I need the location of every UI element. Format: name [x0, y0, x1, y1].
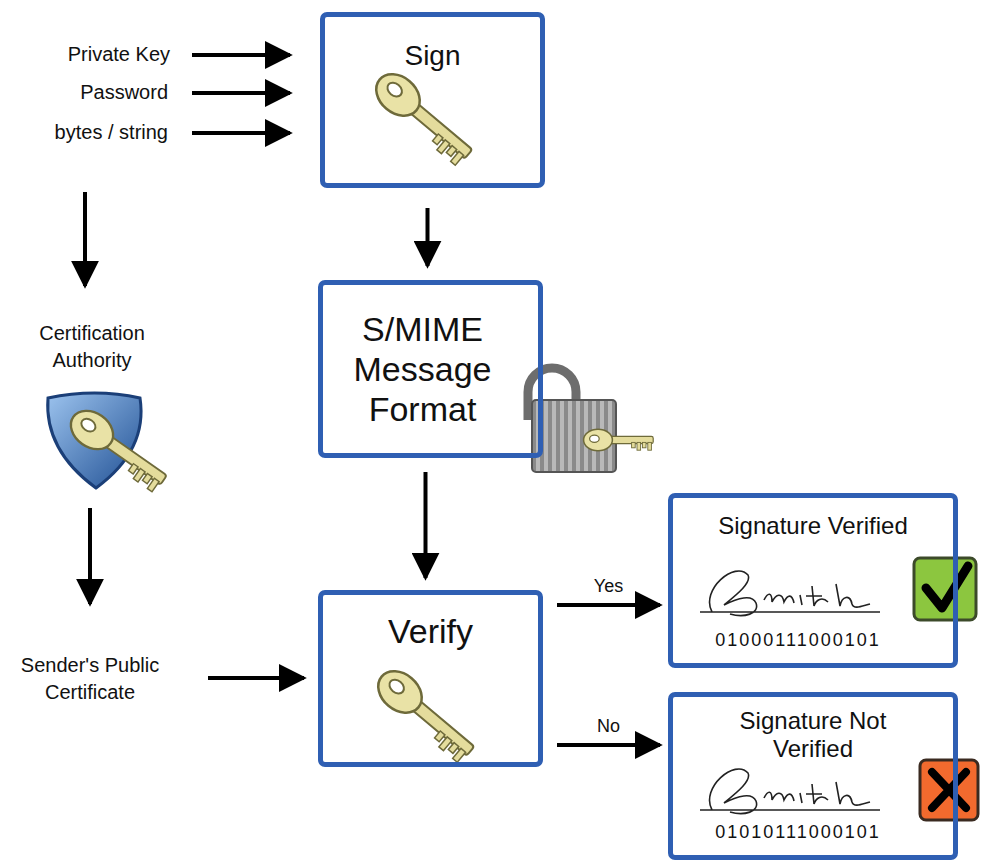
cross-mark-icon — [920, 760, 978, 820]
padlock-key-icon — [584, 429, 654, 451]
signature-image-part — [700, 769, 880, 814]
edge-label: No — [594, 716, 623, 737]
flow-arrow — [557, 743, 660, 747]
input-arrows — [85, 55, 304, 678]
input-label: Private Key — [68, 41, 170, 68]
ca-key-icon-part — [128, 464, 138, 474]
signature-bits: 01000111000101 — [715, 630, 880, 651]
input-label: Certification Authority — [12, 320, 172, 374]
input-label: Password — [80, 79, 168, 106]
input-arrows-part — [83, 192, 87, 286]
check-mark-icon-part — [926, 566, 968, 608]
padlock-key-icon-part — [648, 442, 652, 450]
input-label: bytes / string — [55, 119, 168, 146]
ca-shield-icon — [48, 393, 174, 494]
process-box: Sign — [320, 12, 545, 188]
ca-key-icon-part — [143, 473, 153, 483]
input-arrows-part — [208, 676, 304, 680]
verify-key-icon-part — [435, 731, 445, 742]
sign-key-icon-part — [451, 151, 464, 165]
ca-key-icon-part — [147, 478, 159, 491]
box-title: S/MIME Message Format — [348, 309, 498, 429]
sign-key-icon — [368, 66, 480, 168]
signature-image-part — [700, 571, 880, 616]
box-title: Signature Not Verified — [703, 707, 923, 764]
key-icons — [368, 66, 482, 765]
verify-key-icon-part — [448, 743, 458, 754]
process-box: Verify — [318, 590, 543, 767]
input-arrows-part — [192, 131, 290, 135]
padlock-key-icon-part — [632, 442, 636, 447]
signature-image — [700, 571, 880, 814]
input-arrows-part — [192, 53, 290, 57]
signature-bits: 01010111000101 — [715, 822, 880, 843]
flow-arrow — [557, 603, 660, 607]
box-title: Signature Verified — [718, 512, 907, 540]
padlock-icon — [528, 368, 653, 472]
verify-key-icon-part — [387, 677, 407, 696]
flow-arrow — [424, 472, 428, 578]
verify-key-icon — [370, 663, 482, 765]
padlock-key-icon-part — [642, 442, 646, 447]
input-arrows-part — [192, 91, 290, 95]
cross-mark-icon-part — [932, 772, 966, 808]
ca-key-icon — [64, 403, 174, 494]
process-box: Signature Not Verified 01010111000101 — [668, 692, 958, 860]
verify-key-icon-part — [370, 663, 430, 721]
input-arrows-part — [88, 508, 92, 604]
check-mark-icon-part — [914, 558, 976, 620]
process-box: Signature Verified 01000111000101 — [668, 493, 958, 668]
sign-key-icon-part — [446, 146, 456, 157]
flow-arrow — [426, 208, 430, 266]
sign-key-icon-part — [433, 134, 443, 145]
cross-mark-icon-part — [920, 760, 978, 820]
padlock-key-icon-part — [637, 442, 641, 450]
padlock-key-icon-part — [584, 429, 613, 451]
check-mark-icon — [914, 558, 976, 620]
box-title: Sign — [404, 39, 460, 72]
verify-key-icon-part — [453, 748, 466, 762]
padlock-key-icon-part — [590, 435, 600, 442]
edge-label: Yes — [591, 576, 626, 597]
ca-key-icon-part — [64, 403, 121, 457]
ca-key-icon-part — [79, 416, 98, 434]
sign-key-icon-part — [368, 66, 428, 124]
ca-shield-icon-part — [48, 393, 141, 488]
box-title: Verify — [388, 611, 473, 651]
sign-key-icon-part — [385, 80, 405, 99]
padlock-icon-part — [532, 400, 616, 472]
process-box: S/MIME Message Format — [318, 280, 543, 458]
input-label: Sender's Public Certificate — [0, 652, 185, 706]
